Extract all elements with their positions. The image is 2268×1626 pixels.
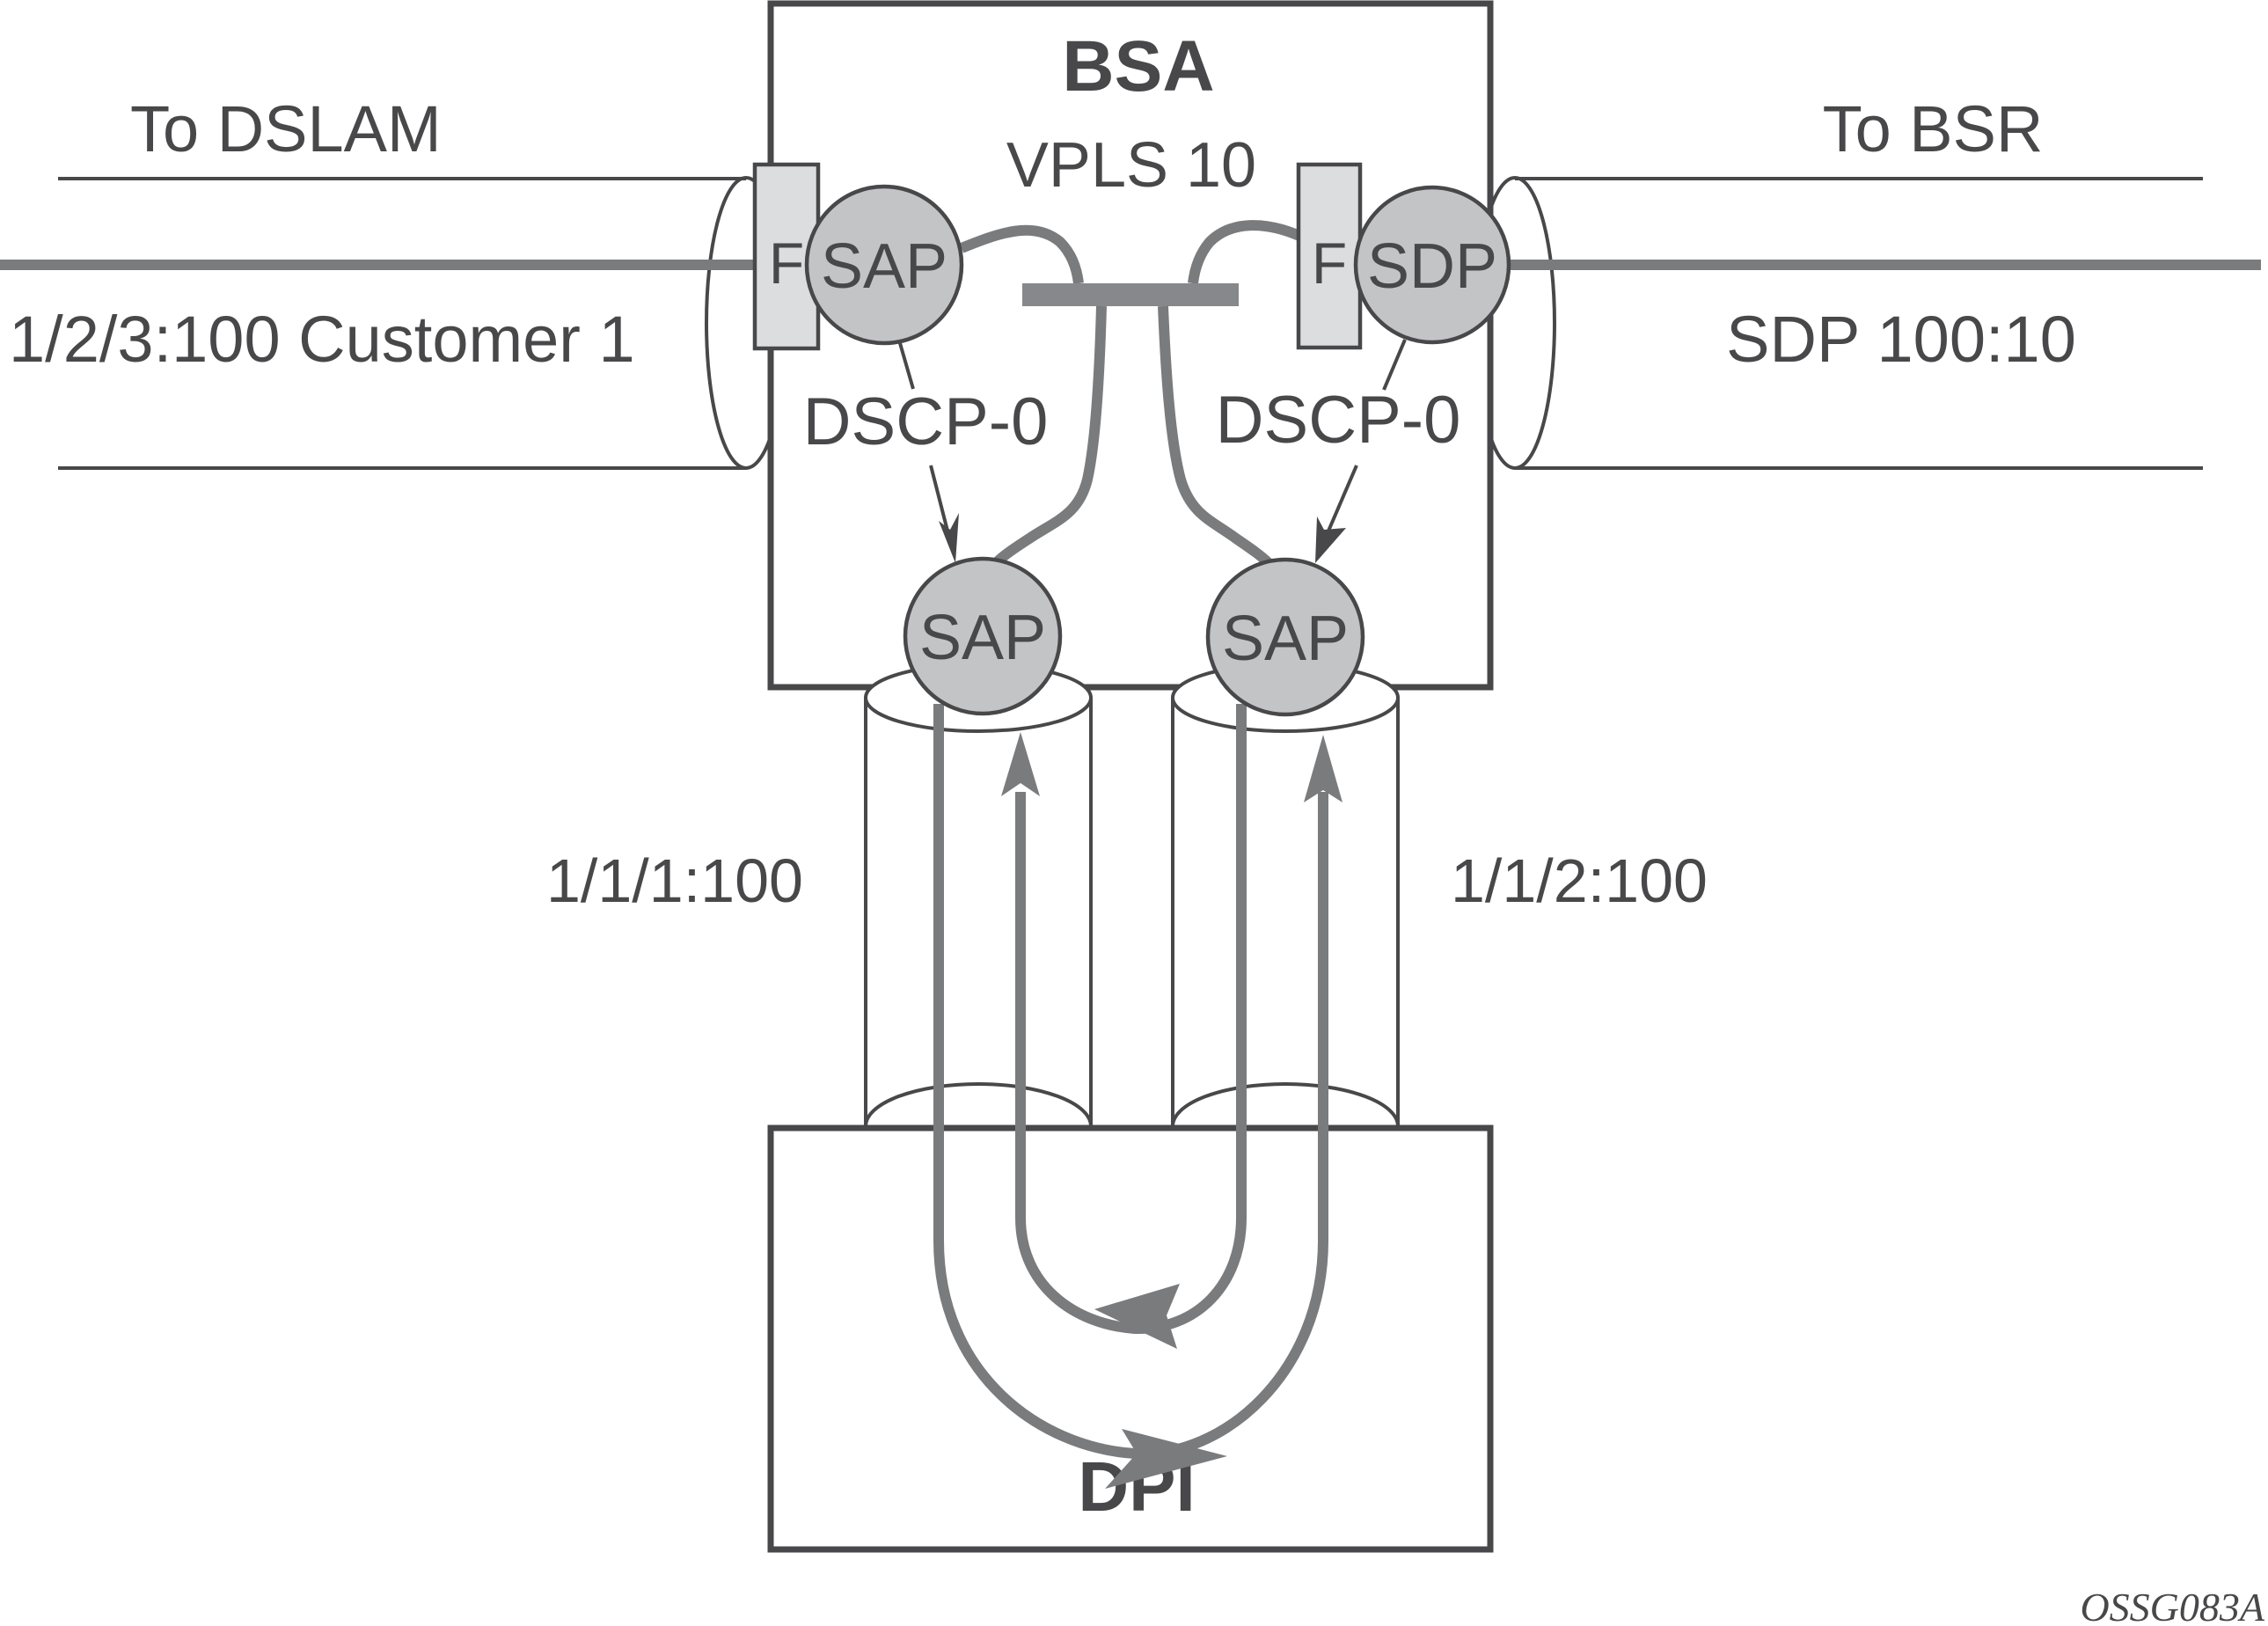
outer-up-arrowhead — [1304, 735, 1343, 802]
dpi-sap-left-node-label: SAP — [919, 603, 1046, 673]
dpi-sap-right-group: SAP — [1205, 557, 1365, 717]
to-bsr-label: To BSR — [1823, 92, 2044, 165]
outer-flow-arrowhead — [1105, 1429, 1227, 1489]
right-port-label: 1/1/2:100 — [1451, 846, 1708, 915]
dscp-left-label: DSCP-0 — [803, 385, 1049, 459]
vpls-label: VPLS 10 — [1006, 130, 1256, 201]
bridge-to-dpi-sap-left-connector — [991, 305, 1107, 568]
dscp-left-arrowhead — [939, 513, 959, 563]
bridge-to-dpi-sap-right-connector — [1158, 305, 1273, 568]
customer-sap-node-label: SAP — [821, 231, 947, 302]
customer-sap-to-bridge-connector — [959, 224, 1084, 284]
inner-flow-arrowhead — [1094, 1284, 1180, 1349]
dpi-sap-right-node-label: SAP — [1222, 604, 1349, 674]
left-filter-box[interactable] — [752, 162, 821, 351]
dscp-right-label: DSCP-0 — [1216, 383, 1461, 458]
bsa-box — [767, 0, 1494, 691]
outer-flow-loop — [933, 704, 1328, 1460]
dscp-left-leader — [898, 342, 915, 390]
left-port-label: 1/1/1:100 — [546, 846, 803, 915]
network-sdp-group: F SDP — [1296, 162, 1511, 350]
dscp-right-arrowhead — [1315, 516, 1346, 563]
right-filter-box[interactable] — [1296, 162, 1363, 350]
bsa-title: BSA — [1062, 26, 1214, 106]
left-filter-label: F — [769, 231, 804, 296]
dpi-sap-left-node[interactable] — [903, 556, 1063, 716]
inner-up-arrowhead — [1001, 732, 1040, 796]
dpi-sap-left-group: SAP — [903, 556, 1063, 716]
sdp-id-label: SDP 100:10 — [1726, 303, 2076, 376]
customer-sap-node[interactable] — [804, 184, 964, 346]
right-port-cylinder — [1171, 663, 1400, 1170]
figure-id: OSSG083A — [2080, 1585, 2264, 1626]
right-filter-label: F — [1312, 231, 1347, 296]
left-port-cylinder — [864, 663, 1093, 1170]
dscp-right-arrow-line — [1322, 465, 1358, 542]
to-dslam-label: To DSLAM — [130, 92, 442, 165]
right-network-link: To BSR SDP 100:10 — [1474, 92, 2261, 470]
vpls-bridge-bar — [1022, 283, 1239, 306]
left-access-link: To DSLAM 1/2/3:100 Customer 1 — [0, 92, 787, 470]
sdp-to-bridge-connector — [1188, 220, 1302, 284]
dpi-sap-right-node[interactable] — [1205, 557, 1365, 717]
customer-sap-label: 1/2/3:100 Customer 1 — [9, 303, 635, 376]
network-sdp-node-label: SDP — [1367, 231, 1497, 302]
customer-sap-group: F SAP — [752, 162, 964, 351]
network-sdp-node[interactable] — [1353, 185, 1511, 345]
dscp-right-leader — [1382, 339, 1407, 391]
